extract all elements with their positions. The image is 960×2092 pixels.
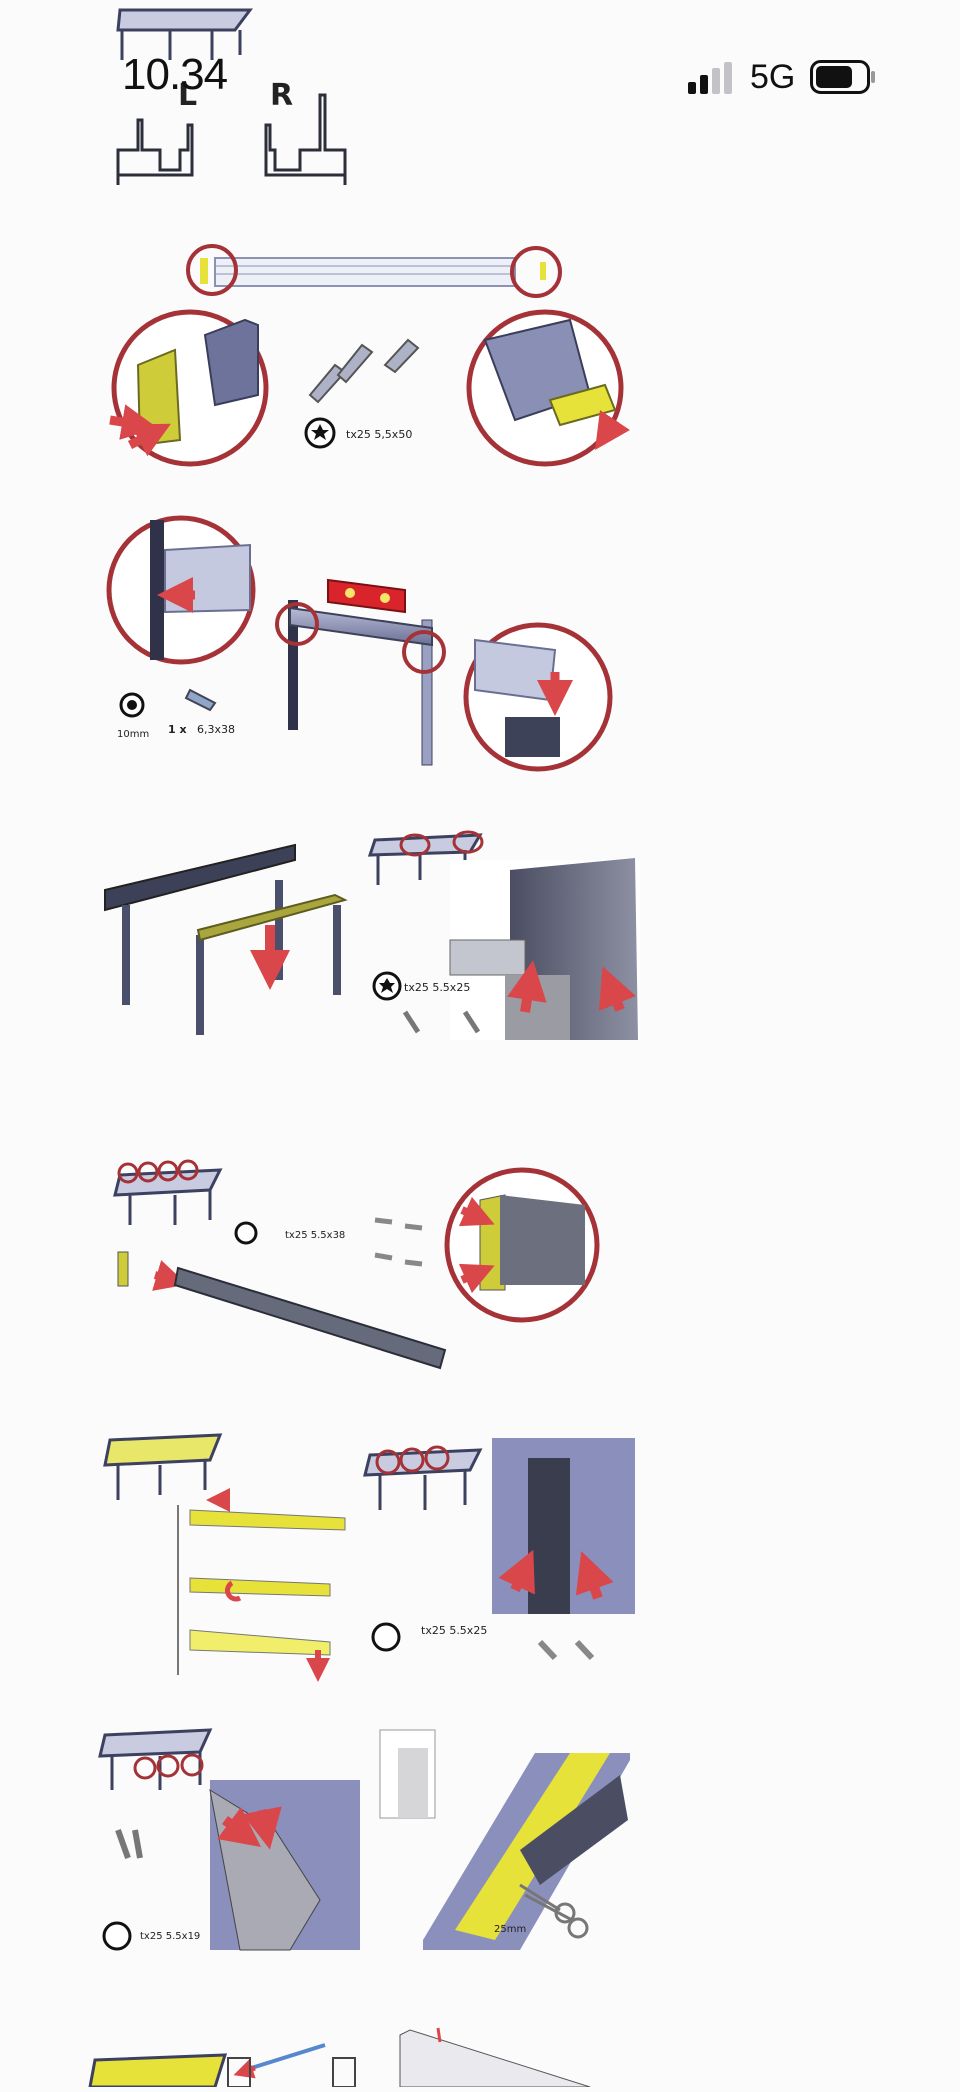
torx-icon — [234, 1221, 258, 1245]
qty-label: 1 x — [168, 723, 187, 736]
pergola-thumb-2 — [367, 830, 484, 885]
step-clips: tx25 5.5x25 — [103, 1433, 635, 1682]
cellular-signal-icon — [688, 62, 732, 94]
pergola-thumb-5 — [363, 1445, 483, 1510]
screws-icon — [308, 338, 420, 404]
torx-icon — [371, 1622, 401, 1652]
spirit-level-icon — [327, 578, 406, 614]
pergola-thumb-3 — [113, 1159, 223, 1225]
step-connector-cut: tx25 5.5x19 25mm — [98, 1728, 630, 1951]
screw-spec-1: tx25 5,5x50 — [346, 428, 412, 441]
step-beam-endcaps: tx25 5,5x50 — [109, 244, 630, 467]
profile-left-label: L — [178, 78, 197, 113]
battery-icon — [810, 60, 875, 94]
network-type: 5G — [750, 58, 796, 96]
screw-spec-3: tx25 5.5x38 — [285, 1230, 345, 1241]
status-bar: 10.34 5G — [0, 0, 960, 150]
scissors-icon — [519, 1883, 589, 1939]
bolt-spec: 6,3x38 — [197, 723, 235, 736]
pergola-thumb-4 — [103, 1433, 223, 1500]
screw-spec-5: tx25 5.5x19 — [140, 1931, 200, 1942]
torx-icon — [102, 1921, 132, 1951]
screws-icon-2 — [374, 1217, 423, 1267]
status-time: 10.34 — [122, 50, 228, 99]
step-profiles: L R — [116, 8, 347, 185]
screw-spec-4: tx25 5.5x25 — [421, 1624, 487, 1637]
profile-right-section — [264, 93, 347, 185]
cut-length: 25mm — [494, 1924, 526, 1935]
profile-right-label: R — [270, 78, 293, 113]
step-bottom-partial — [88, 2027, 591, 2089]
bolt-icon — [184, 688, 217, 712]
step-gutter: tx25 5.5x38 — [113, 1159, 600, 1370]
screw-spec-2: tx25 5.5x25 — [404, 981, 470, 994]
pergola-thumb-6 — [98, 1728, 213, 1790]
step-top-beam: tx25 5.5x25 — [104, 830, 640, 1040]
step-frame-level: 10mm 1 x 6,3x38 — [106, 515, 613, 772]
pergola-thumb-top — [116, 8, 253, 60]
profile-left-section — [116, 118, 194, 185]
drill-size: 10mm — [117, 729, 149, 740]
